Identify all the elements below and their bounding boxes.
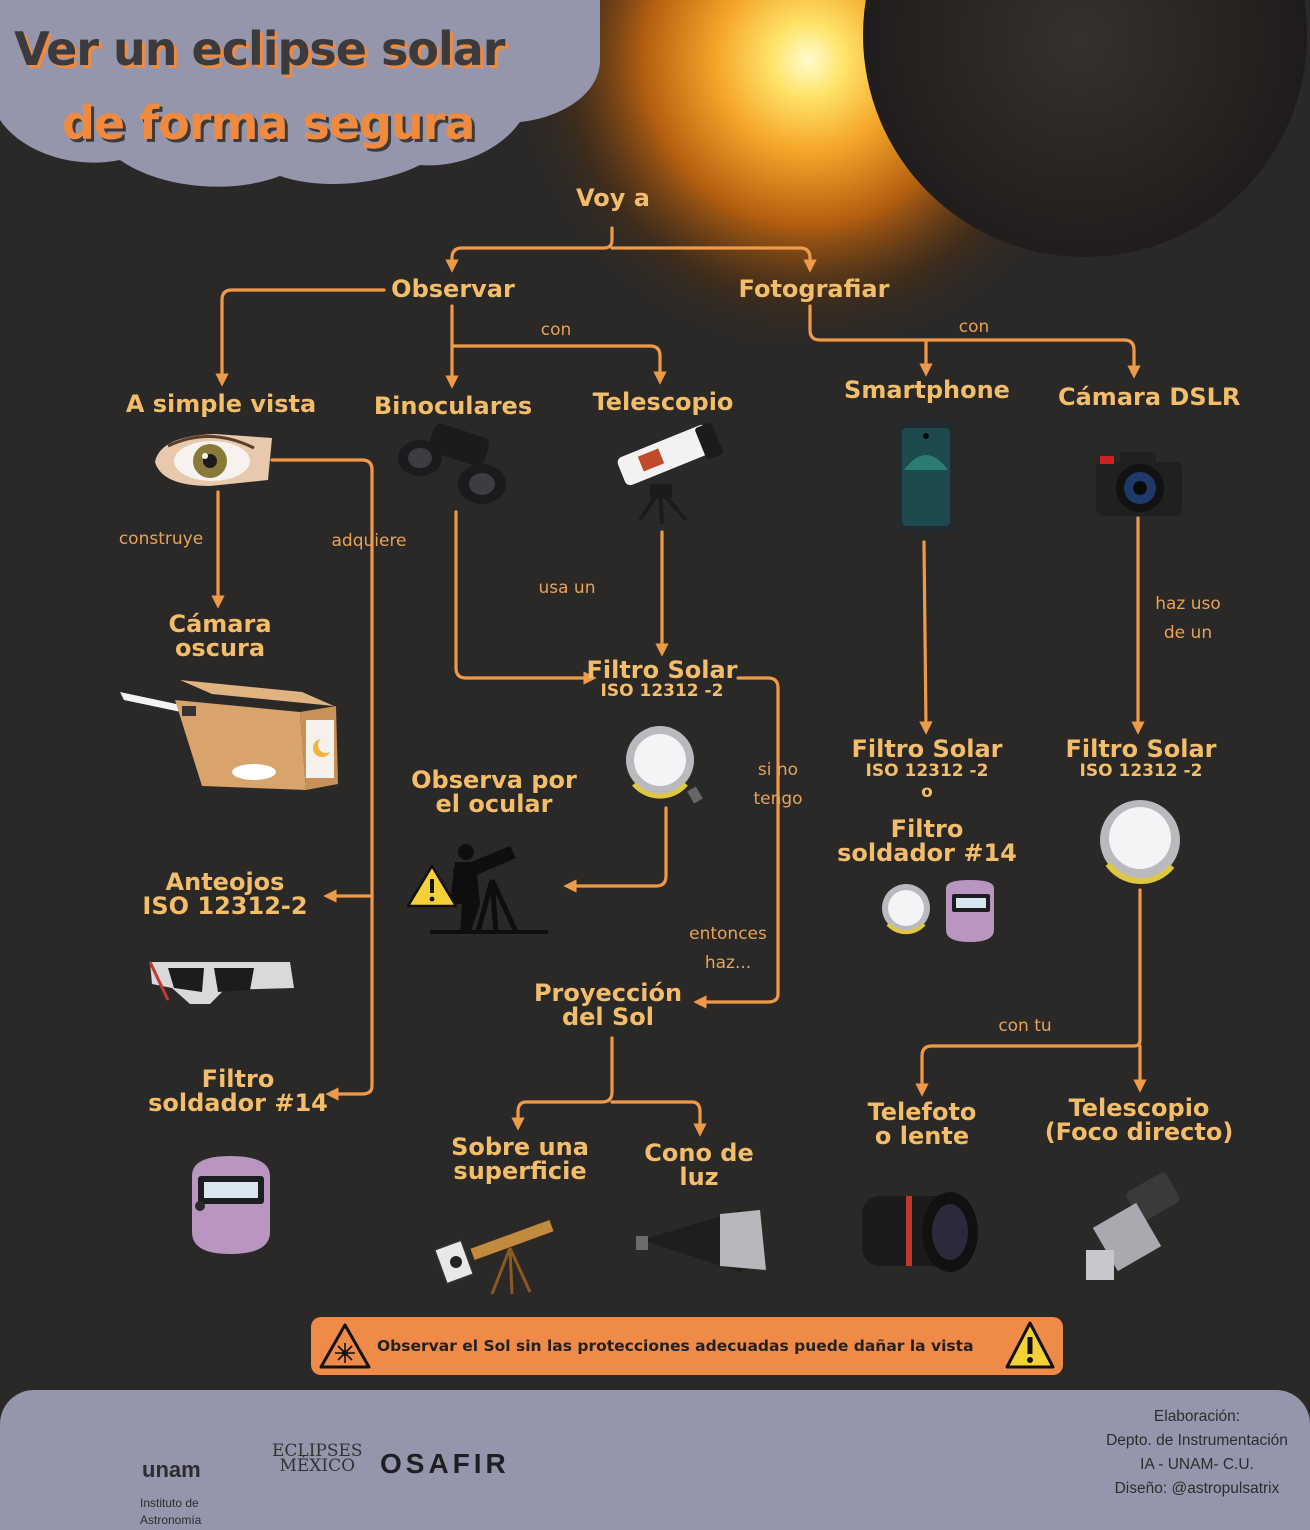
welding-helmet-icon [192,1156,270,1254]
label-usa-un: usa un [538,578,596,598]
node-anteojos: Anteojos ISO 12312-2 [142,868,308,921]
title-cloud [0,0,600,187]
node-cono-luz: Cono de luz [644,1139,754,1192]
label-adquiere: adquiere [331,531,407,551]
pinhole-box-icon [120,680,338,790]
title-line-2: de forma segura [62,96,475,150]
label-con-fotografiar: con [958,317,990,337]
node-observa-ocular: Observa por el ocular [411,766,577,819]
solar-filter-icon [626,726,703,804]
binoculars-icon [398,423,506,504]
warning-text: Observar el Sol sin las protecciones ade… [377,1337,974,1355]
light-cone-icon [636,1210,766,1272]
node-proyeccion: Proyección del Sol [533,979,683,1032]
node-a-simple-vista: A simple vista [125,390,317,418]
title-line-1: Ver un eclipse solar [14,22,505,76]
credit-line-2: Depto. de Instrumentación [1106,1432,1288,1450]
eclipse-illustration [488,0,1307,380]
node-sobre-superficie: Sobre una superficie [451,1133,589,1186]
observer-silhouette-icon [430,844,548,935]
label-con-observar: con [540,320,572,340]
projection-telescope-icon [433,1219,554,1295]
node-filtro-solar: Filtro Solar [586,656,738,684]
node-camara-oscura: Cámara oscura [168,610,272,663]
flow-connectors [211,226,1147,1137]
prime-focus-telescope-icon [1086,1172,1180,1280]
node-smartphone-filtro-iso: ISO 12312 -2 [865,761,989,781]
eclipse-glasses-icon [148,961,294,1004]
node-telescopio: Telescopio [592,388,734,416]
credit-line-1: Elaboración: [1153,1408,1241,1425]
label-entonces-haz: entonces haz... [689,924,767,973]
unam-logo-text: unam [142,1457,201,1482]
node-dslr-filtro: Filtro Solar [1065,735,1217,763]
eye-icon [155,434,272,486]
smartphone-icon [898,420,954,532]
footer-bar [0,1390,1310,1530]
node-smartphone: Smartphone [844,376,1010,404]
node-telefoto: Telefoto o lente [867,1098,977,1151]
node-camara-dslr: Cámara DSLR [1058,383,1241,411]
label-con-tu: con tu [998,1016,1052,1036]
node-smartphone-filtro: Filtro Solar [851,735,1003,763]
dslr-solar-filter-icon [1100,800,1180,885]
credit-line-4: Diseño: @astropulsatrix [1114,1480,1280,1498]
node-smartphone-o: o [921,782,933,802]
node-voy-a: Voy a [576,184,650,212]
eclipses-mexico-text: ECLIPSES MÉXICO [272,1441,363,1477]
laser-warning-icon [319,1323,371,1369]
node-binoculares: Binoculares [373,392,533,420]
label-si-no-tengo: si no tengo [753,760,803,809]
osafir-logo-text: OSAFIR [380,1448,510,1479]
dslr-camera-icon [1096,452,1182,516]
node-dslr-filtro-iso: ISO 12312 -2 [1079,761,1203,781]
warning-icon [406,864,458,908]
telescope-icon [617,422,723,525]
telephoto-lens-icon [862,1192,978,1272]
instituto-label: Instituto de Astronomía [140,1496,202,1528]
credit-line-3: IA - UNAM- C.U. [1140,1456,1254,1474]
small-solar-filter-icon [882,884,930,935]
small-welding-helmet-icon [946,880,994,942]
node-filtro-solar-iso: ISO 12312 -2 [600,681,724,701]
node-smartphone-soldador: Filtro soldador #14 [837,815,1017,868]
node-filtro-soldador-left: Filtro soldador #14 [148,1065,328,1118]
warning-triangle-icon [1005,1321,1055,1369]
label-haz-uso: haz uso de un [1155,594,1221,643]
credits: Elaboración: Depto. de Instrumentación I… [1088,1405,1306,1501]
node-telescopio-foco: Telescopio (Foco directo) [1044,1094,1234,1147]
node-observar: Observar [391,275,515,303]
label-construye: construye [118,529,204,549]
warning-banner: Observar el Sol sin las protecciones ade… [311,1317,1063,1375]
node-fotografiar: Fotografiar [738,275,890,303]
